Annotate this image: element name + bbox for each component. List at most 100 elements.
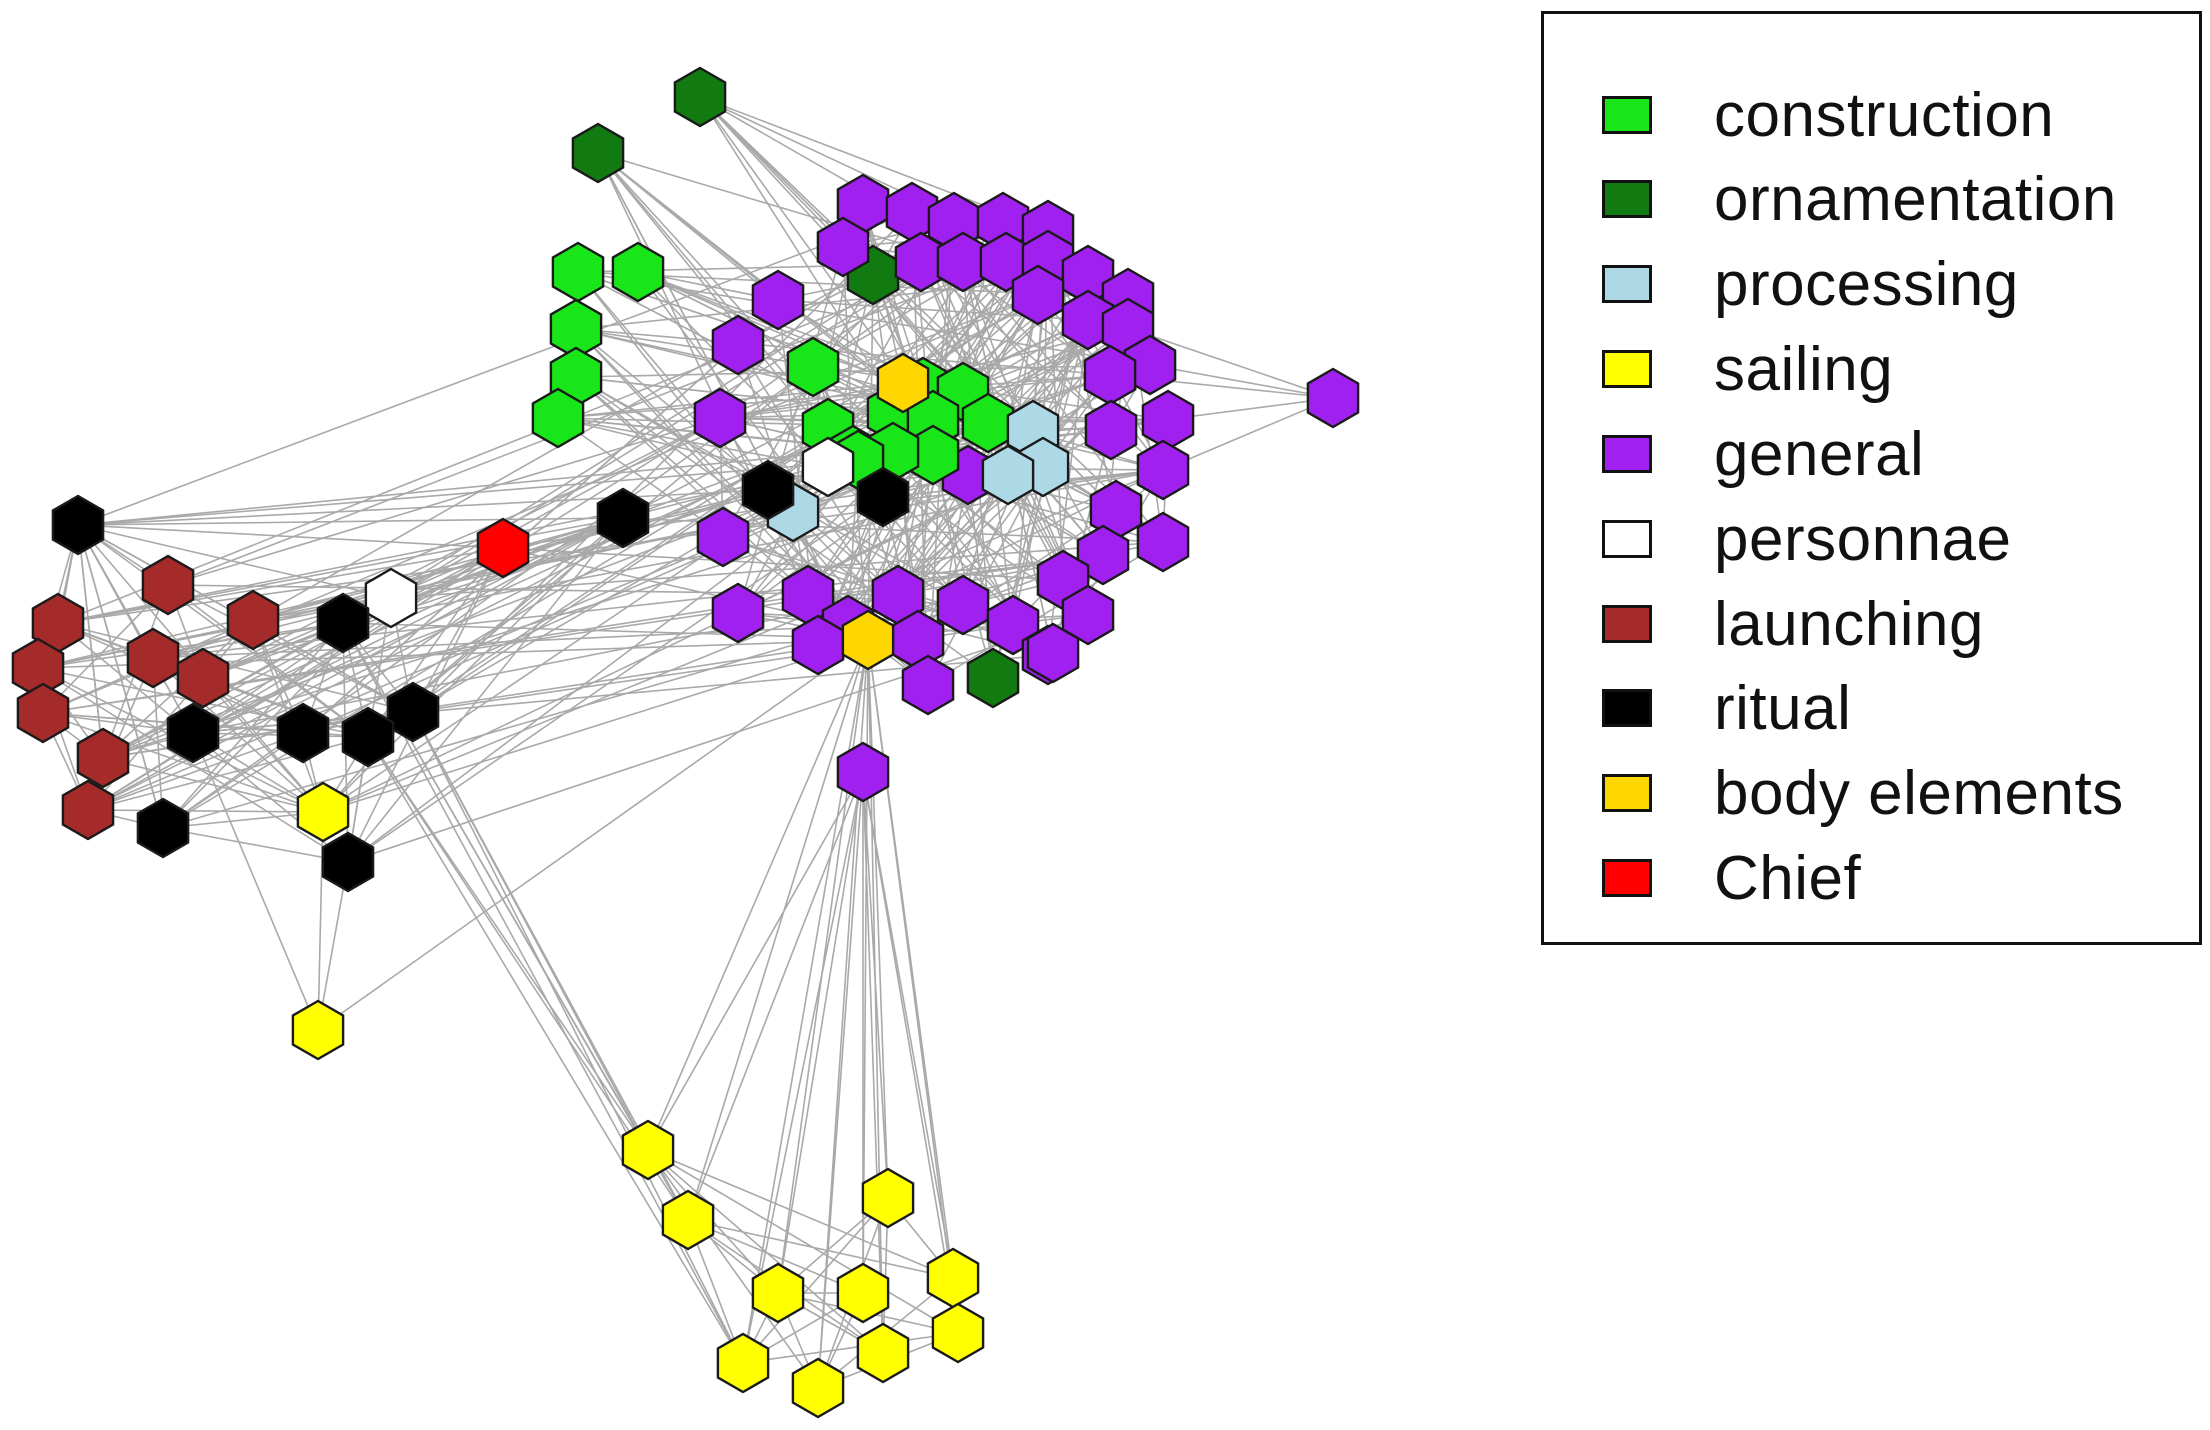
edge-326 bbox=[202, 677, 324, 813]
node-general-35 bbox=[1076, 524, 1130, 586]
node-general-48 bbox=[1026, 622, 1080, 684]
edge-345 bbox=[412, 211, 913, 713]
edge-383 bbox=[202, 466, 829, 679]
node-ritual-75 bbox=[316, 592, 370, 654]
node-construction-5 bbox=[611, 241, 665, 303]
legend-item-chief: Chief bbox=[1602, 844, 1861, 913]
legend-item-ornamentation: ornamentation bbox=[1602, 165, 2117, 234]
edge-524 bbox=[77, 517, 624, 526]
edge-512 bbox=[1127, 327, 1334, 399]
edge-458 bbox=[699, 96, 1164, 543]
node-ritual-74 bbox=[51, 494, 105, 556]
legend-item-body-elements: body elements bbox=[1602, 759, 2124, 828]
node-ritual-80 bbox=[136, 797, 190, 859]
node-sailing-94 bbox=[621, 1119, 675, 1181]
edge-421 bbox=[647, 771, 864, 1151]
node-launching-83 bbox=[141, 554, 195, 616]
node-construction-52 bbox=[786, 336, 840, 398]
legend-swatch-launching bbox=[1602, 605, 1652, 643]
node-ritual-81 bbox=[321, 831, 375, 893]
edge-505 bbox=[557, 417, 829, 468]
node-launching-89 bbox=[16, 682, 70, 744]
edge-393 bbox=[322, 466, 1044, 813]
node-sailing-102 bbox=[716, 1332, 770, 1394]
legend-label-general: general bbox=[1714, 419, 1925, 489]
edge-479 bbox=[637, 271, 919, 641]
edge-294 bbox=[87, 732, 304, 811]
edge-388 bbox=[102, 474, 1009, 759]
edge-408 bbox=[687, 1219, 864, 1294]
edge-516 bbox=[317, 861, 349, 1031]
node-launching-90 bbox=[76, 727, 130, 789]
node-ornamentation-0 bbox=[673, 66, 727, 128]
legend-label-sailing: sailing bbox=[1714, 334, 1894, 404]
edge-343 bbox=[342, 261, 922, 624]
edge-507 bbox=[557, 374, 1111, 419]
edge-515 bbox=[192, 732, 319, 1031]
edge-341 bbox=[77, 211, 913, 526]
node-ritual-77 bbox=[341, 706, 395, 768]
edge-366 bbox=[167, 417, 721, 586]
edge-244 bbox=[347, 517, 624, 863]
node-launching-91 bbox=[61, 779, 115, 841]
edge-480 bbox=[637, 271, 964, 606]
node-launching-88 bbox=[176, 647, 230, 709]
edge-424 bbox=[867, 639, 889, 1199]
legend-swatch-chief bbox=[1602, 859, 1652, 897]
edge-306 bbox=[37, 667, 349, 863]
node-general-34 bbox=[1136, 511, 1190, 573]
edge-501 bbox=[575, 376, 769, 491]
edge-406 bbox=[687, 1219, 954, 1279]
node-personnae-70 bbox=[364, 567, 418, 629]
node-sailing-98 bbox=[751, 1262, 805, 1324]
edge-390 bbox=[87, 386, 924, 811]
node-ritual-76 bbox=[386, 681, 440, 743]
legend: construction ornamentation processing sa… bbox=[1541, 11, 2202, 945]
node-ritual-79 bbox=[166, 702, 220, 764]
edge-255 bbox=[77, 524, 504, 549]
legend-item-processing: processing bbox=[1602, 250, 2019, 319]
node-launching-87 bbox=[126, 627, 180, 689]
edge-307 bbox=[57, 547, 504, 624]
node-sailing-97 bbox=[926, 1247, 980, 1309]
node-general-23 bbox=[1061, 289, 1115, 351]
node-general-50 bbox=[1306, 367, 1360, 429]
edge-468 bbox=[597, 152, 849, 626]
node-general-43 bbox=[1061, 584, 1115, 646]
edge-429 bbox=[777, 771, 864, 1294]
legend-swatch-processing bbox=[1602, 265, 1652, 303]
legend-label-processing: processing bbox=[1714, 249, 2019, 319]
edge-384 bbox=[42, 274, 1089, 714]
edge-521 bbox=[322, 639, 869, 813]
node-body-elements-67 bbox=[876, 352, 930, 414]
node-general-41 bbox=[936, 574, 990, 636]
edge-348 bbox=[367, 297, 1129, 738]
legend-item-ritual: ritual bbox=[1602, 674, 1851, 743]
node-processing-65 bbox=[981, 444, 1035, 506]
node-sailing-103 bbox=[791, 1357, 845, 1419]
node-personnae-69 bbox=[801, 436, 855, 498]
edge-511 bbox=[1162, 397, 1334, 471]
node-general-21 bbox=[751, 269, 805, 331]
node-general-33 bbox=[696, 506, 750, 568]
node-ornamentation-1 bbox=[571, 122, 625, 184]
node-sailing-96 bbox=[661, 1189, 715, 1251]
edge-400 bbox=[647, 1149, 819, 1389]
node-sailing-99 bbox=[836, 1262, 890, 1324]
legend-item-personnae: personnae bbox=[1602, 505, 2012, 574]
node-ritual-78 bbox=[276, 702, 330, 764]
legend-label-body-elements: body elements bbox=[1714, 758, 2124, 828]
legend-label-chief: Chief bbox=[1714, 843, 1862, 913]
node-ritual-72 bbox=[856, 466, 910, 528]
node-sailing-95 bbox=[861, 1167, 915, 1229]
edge-312 bbox=[42, 584, 169, 714]
legend-label-ornamentation: ornamentation bbox=[1714, 164, 2117, 234]
legend-item-general: general bbox=[1602, 420, 1924, 489]
legend-swatch-ritual bbox=[1602, 689, 1652, 727]
edge-527 bbox=[77, 524, 164, 829]
node-general-47 bbox=[901, 654, 955, 716]
edge-481 bbox=[637, 271, 924, 388]
edge-518 bbox=[317, 639, 869, 1031]
node-launching-84 bbox=[226, 589, 280, 651]
